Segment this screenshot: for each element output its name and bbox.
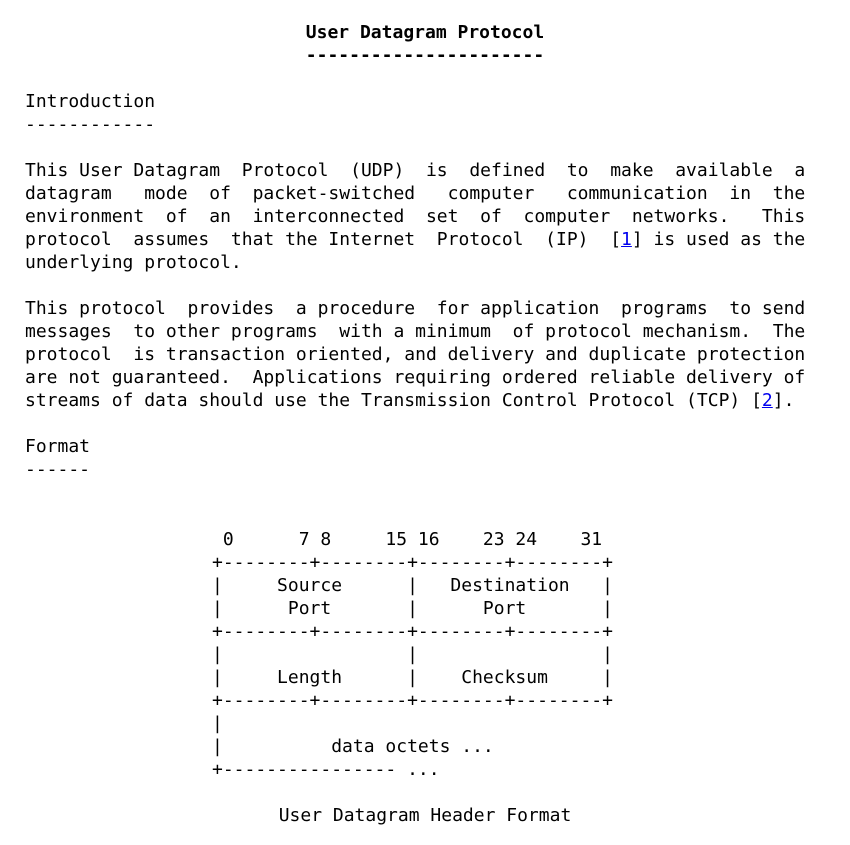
paragraph-line: protocol is transaction oriented, and de… [25,344,806,365]
paragraph-line: messages to other programs with a minimu… [25,321,806,342]
diagram-border: +--------+--------+--------+--------+ [212,552,613,573]
paragraph-text: ]. [772,390,795,411]
diagram-caption: User Datagram Header Format [278,805,572,826]
paragraph-line: are not guaranteed. Applications requiri… [25,367,806,388]
paragraph-line: datagram mode of packet-switched compute… [25,183,806,204]
diagram-row: | | | [212,644,613,665]
diagram-row: | Port | Port | [212,598,613,619]
paragraph-line: protocol assumes that the Internet Proto… [25,228,805,251]
paragraph-text: ] is used as the [631,229,806,250]
paragraph-line: streams of data should use the Transmiss… [25,389,794,412]
bit-position-ruler: 0 7 8 15 16 23 24 31 [212,529,603,550]
section-heading-format: Format [25,436,91,457]
paragraph-line: This User Datagram Protocol (UDP) is def… [25,160,806,181]
diagram-row: | Source | Destination | [212,575,613,596]
paragraph-line: environment of an interconnected set of … [25,206,806,227]
paragraph-text: streams of data should use the Transmiss… [25,390,762,411]
reference-link-2[interactable]: 2 [761,390,773,411]
diagram-border: +--------+--------+--------+--------+ [212,690,613,711]
document-title-underline: ---------------------- [305,45,545,66]
section-heading-introduction: Introduction [25,91,156,112]
diagram-row: | [212,713,223,734]
diagram-border: +--------+--------+--------+--------+ [212,621,613,642]
paragraph-line: This protocol provides a procedure for a… [25,298,806,319]
document-title: User Datagram Protocol [305,22,545,43]
section-underline-introduction: ------------ [25,114,156,135]
paragraph-line: underlying protocol. [25,252,242,273]
reference-link-1[interactable]: 1 [621,229,632,250]
section-underline-format: ------ [25,459,91,480]
paragraph-text: protocol assumes that the Internet Proto… [25,229,622,250]
diagram-row: | data octets ... [212,736,494,757]
diagram-end: +---------------- ... [212,759,440,780]
diagram-row: | Length | Checksum | [212,667,613,688]
